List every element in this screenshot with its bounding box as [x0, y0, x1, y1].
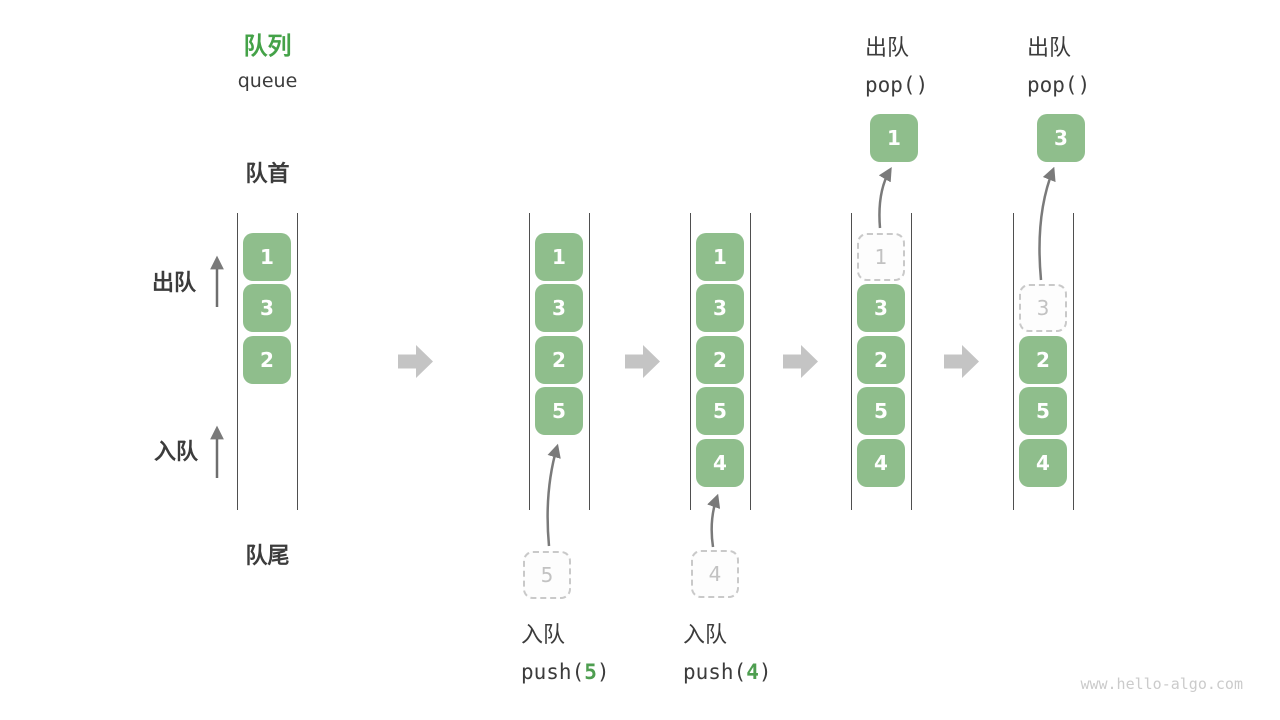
queue-rail — [237, 213, 298, 510]
queue-cell: 5 — [1019, 387, 1067, 435]
queue-cell: 4 — [696, 439, 744, 487]
queue-cell: 5 — [535, 387, 583, 435]
title-chinese: 队列 — [243, 32, 292, 60]
push-label: 入队 — [521, 623, 566, 648]
queue-cell: 2 — [535, 336, 583, 384]
queue-cell: 1 — [243, 233, 291, 281]
queue-rail — [851, 213, 912, 510]
queue-cell: 5 — [696, 387, 744, 435]
push-arg: 5 — [584, 660, 597, 684]
enqueue-direction-label: 入队 — [154, 440, 199, 465]
transition-arrow-icon — [625, 345, 660, 378]
push-annotation: 入队 push(4) — [683, 617, 772, 691]
queue-rear-label: 队尾 — [245, 544, 290, 569]
queue-cell: 2 — [857, 336, 905, 384]
pop-code: pop() — [865, 73, 929, 97]
queue-cell: 2 — [1019, 336, 1067, 384]
queue-cell: 4 — [857, 439, 905, 487]
queue-front-label: 队首 — [245, 162, 290, 187]
queue-cell: 5 — [857, 387, 905, 435]
transition-arrow-icon — [783, 345, 818, 378]
queue-cell: 2 — [696, 336, 744, 384]
queue-cell-removed: 3 — [1019, 284, 1067, 332]
queue-cell: 3 — [535, 284, 583, 332]
popped-value-box: 3 — [1037, 114, 1085, 162]
push-code: push(4) — [683, 660, 772, 684]
push-arg: 4 — [746, 660, 759, 684]
push-annotation: 入队 push(5) — [521, 617, 610, 691]
pop-annotation: 出队 pop() — [1027, 30, 1090, 104]
popped-value-box: 1 — [870, 114, 918, 162]
queue-cell: 4 — [1019, 439, 1067, 487]
pushed-value-ghost: 5 — [523, 551, 571, 599]
queue-cell: 1 — [696, 233, 744, 281]
queue-cell: 3 — [857, 284, 905, 332]
transition-arrow-icon — [944, 345, 979, 378]
queue-rail — [1013, 213, 1074, 510]
queue-rail — [529, 213, 590, 510]
queue-cell: 3 — [696, 284, 744, 332]
pop-code: pop() — [1027, 73, 1091, 97]
queue-cell: 2 — [243, 336, 291, 384]
dequeue-direction-label: 出队 — [152, 271, 197, 296]
pushed-value-ghost: 4 — [691, 550, 739, 598]
queue-cell: 3 — [243, 284, 291, 332]
pop-label: 出队 — [865, 36, 910, 61]
push-code: push(5) — [521, 660, 610, 684]
push-label: 入队 — [683, 623, 728, 648]
queue-cell: 1 — [535, 233, 583, 281]
queue-cell-removed: 1 — [857, 233, 905, 281]
pop-label: 出队 — [1027, 36, 1072, 61]
transition-arrow-icon — [398, 345, 433, 378]
title-english: queue — [237, 70, 298, 92]
watermark: www.hello-algo.com — [1080, 675, 1243, 693]
pop-annotation: 出队 pop() — [865, 30, 928, 104]
queue-rail — [690, 213, 751, 510]
